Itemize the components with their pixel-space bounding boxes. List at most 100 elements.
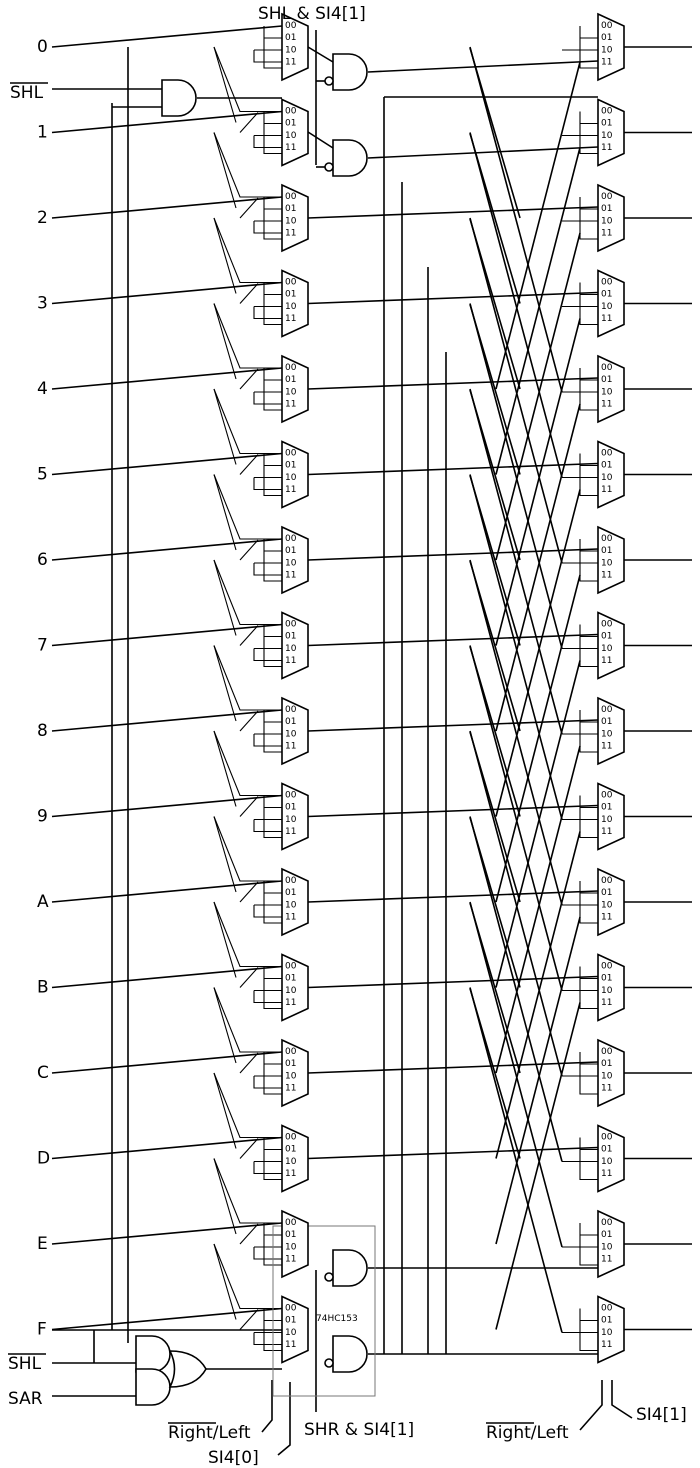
stage1-output-2 [307,206,599,219]
mux-inner-wire [263,710,282,753]
mux2-inner-wire [579,539,598,582]
shift1b-wire [213,388,237,465]
shift1b-wire [213,816,237,893]
mux-body [281,782,309,851]
stage1-output-11 [307,975,599,989]
mux-inner-wire [253,819,282,833]
input-wire-13 [51,1136,283,1160]
mux-input-label: 00 [285,962,297,972]
mux-input-label: 00 [285,1133,297,1143]
mux-input-label: 11 [285,827,296,837]
shift4-up-wire [495,831,581,1159]
mux-input-label: 11 [285,1084,296,1094]
mux-inner-wire [253,905,282,918]
mux-inner-wire [253,306,282,320]
mux-input-label: 00 [285,705,297,715]
input-wire-11 [51,965,283,989]
mux2-inner-wire [579,1052,598,1095]
mux-input-label: 11 [285,1340,296,1350]
shift1b-wire [213,559,237,636]
mux-input-label: 10 [601,45,613,55]
mux-inner-wire [263,881,282,924]
input-wire-0 [51,25,283,48]
mux-input-label: 11 [285,314,296,324]
mux-input-label: 11 [601,827,612,837]
input-wire-5 [51,452,283,476]
label-right-left-1-rest: /Left [213,1423,251,1443]
shift1-wire [213,901,282,968]
mux-input-label: 01 [601,974,612,984]
mux-inner-wire [253,648,282,662]
shift4-cross [469,731,521,903]
input-wire-1 [51,110,283,134]
input-label-C: C [37,1063,49,1083]
shift-up-wire [239,197,259,219]
mux-input-label: 11 [285,58,296,68]
input-wire-15 [51,1307,283,1331]
mux-inner-wire [263,453,282,497]
mux-input-label: 01 [285,1316,296,1326]
input-wire-12 [51,1051,283,1074]
shift4-up-wire [495,489,581,817]
mux-input-label: 10 [601,986,613,996]
mux-input-label: 10 [601,729,613,739]
and1-in-a [307,131,334,149]
input-label-2: 2 [37,208,48,228]
mux-input-label: 11 [285,656,296,666]
mux-input-label: 11 [601,1084,612,1094]
mux-input-label: 00 [601,449,613,459]
and-sar [135,1368,171,1406]
mux-input-label: 01 [601,1145,612,1155]
mux-inner-wire [253,734,282,747]
ctrl-rl-1 [261,1380,273,1433]
shift1-wire [213,645,282,711]
mux-body [281,1209,309,1279]
mux-input-label: 00 [601,192,613,202]
mux-inner-wire [253,1161,282,1175]
mux-input-label: 00 [285,363,297,373]
mux-input-label: 01 [601,119,612,129]
mux-body [597,525,625,595]
mux-input-label: 00 [285,192,297,202]
mux-input-label: 11 [601,143,612,153]
mux-input-label: 11 [285,400,296,410]
mux-input-label: 11 [601,58,612,68]
and-top-1 [332,139,368,177]
mux2-inner-wire [579,881,598,924]
stage1-output-10 [307,890,599,903]
mux-body [597,354,625,424]
shift1b-wire [213,474,237,551]
mux-input-label: 01 [601,461,612,471]
mux-body [597,782,625,851]
mux-input-label: 10 [601,1071,613,1081]
mux2-inner-wire [579,795,598,839]
mux-input-label: 00 [601,876,613,886]
shift-up-wire [239,967,259,988]
mux-input-label: 00 [601,1047,613,1057]
and0-out [367,60,599,73]
mux-inner-wire [253,50,282,63]
shift-up-wire [239,1223,259,1245]
mux-body [597,1209,625,1279]
shift1-wire [213,1072,282,1139]
mux-body [597,98,625,167]
and-f-shl [135,1335,171,1373]
shift4-up-wire [495,61,581,390]
mux-input-label: 01 [285,888,296,898]
mux-inner-wire [263,795,282,839]
shift4-up-wire [495,916,581,1245]
mux-inner-wire [263,1308,282,1352]
shift-up-wire [239,283,259,304]
mux-input-label: 00 [601,1304,613,1314]
shift-up-wire [239,539,259,561]
mux-body [597,1295,625,1364]
input-label-9: 9 [37,807,48,827]
